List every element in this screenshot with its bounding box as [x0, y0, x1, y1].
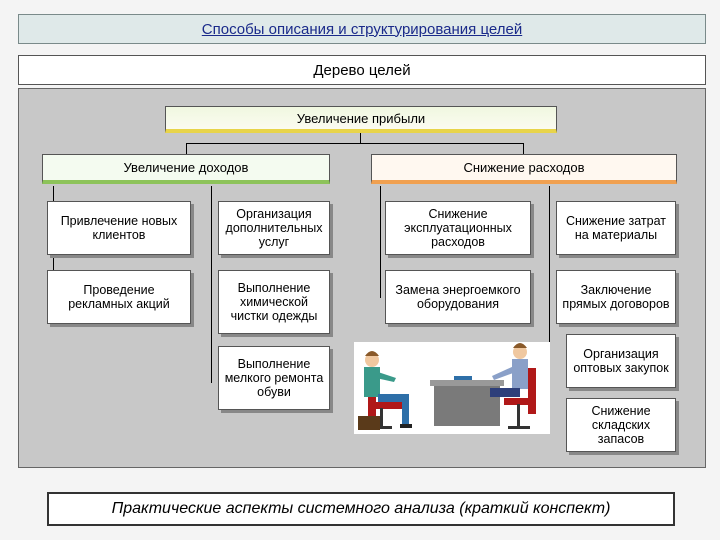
root-goal: Увеличение прибыли	[165, 106, 557, 133]
connector	[211, 186, 212, 383]
leaf-dry-cleaning: Выполнение химической чистки одежды	[218, 270, 330, 334]
leaf-operating-costs: Снижение эксплуатационных расходов	[385, 201, 531, 255]
slide-title: Способы описания и структурирования целе…	[18, 14, 706, 44]
meeting-illustration-svg	[358, 343, 536, 430]
leaf-replace-equipment: Замена энергоемкого оборудования	[385, 270, 531, 324]
footer-caption: Практические аспекты системного анализа …	[47, 492, 675, 526]
leaf-shoe-repair: Выполнение мелкого ремонта обуви	[218, 346, 330, 410]
leaf-reduce-inventory: Снижение складских запасов	[566, 398, 676, 452]
leaf-ad-campaigns: Проведение рекламных акций	[47, 270, 191, 324]
branch-increase-income: Увеличение доходов	[42, 154, 330, 184]
connector	[186, 143, 524, 144]
connector	[380, 186, 381, 298]
branch-reduce-costs: Снижение расходов	[371, 154, 677, 184]
leaf-direct-contracts: Заключение прямых договоров	[556, 270, 676, 324]
leaf-material-costs: Снижение затрат на материалы	[556, 201, 676, 255]
diagram-title: Дерево целей	[18, 55, 706, 85]
connector	[360, 133, 361, 144]
connector	[186, 143, 187, 154]
connector	[523, 143, 524, 154]
meeting-illustration	[354, 342, 550, 434]
connector	[549, 186, 550, 425]
leaf-extra-services: Организация дополнительных услуг	[218, 201, 330, 255]
leaf-bulk-purchases: Организация оптовых закупок	[566, 334, 676, 388]
leaf-attract-clients: Привлечение новых клиентов	[47, 201, 191, 255]
